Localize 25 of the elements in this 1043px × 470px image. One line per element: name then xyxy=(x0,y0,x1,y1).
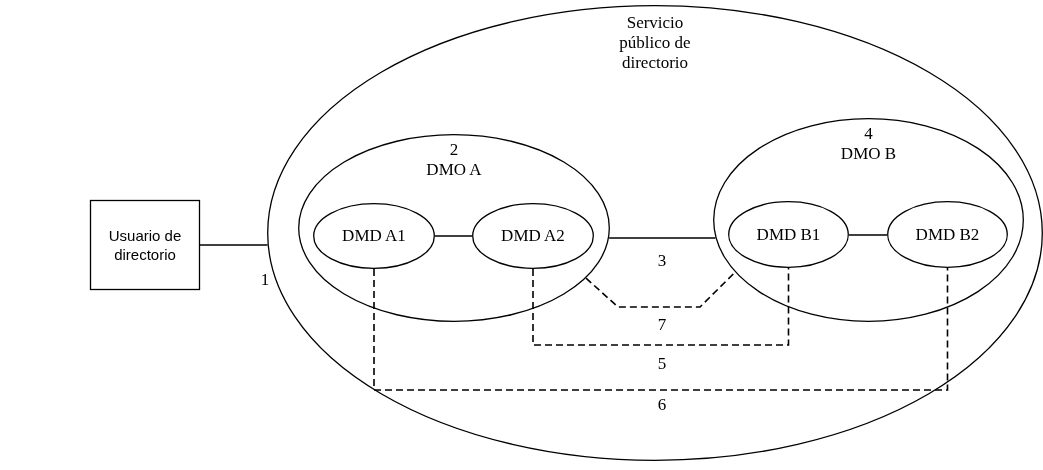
node-label: DMO B xyxy=(840,144,897,164)
agent-ellipse xyxy=(887,201,1008,268)
connector-line xyxy=(585,271,736,308)
callout-number: 2 xyxy=(449,140,459,160)
domain-ellipse xyxy=(298,134,610,322)
node-label: DMD A1 xyxy=(342,226,406,246)
connector-line xyxy=(373,267,949,391)
node-label: DMD B1 xyxy=(756,224,821,245)
agent-ellipse xyxy=(728,201,849,268)
connector-line xyxy=(608,237,717,239)
node-label: DMD B2 xyxy=(915,224,980,245)
connector-line xyxy=(199,244,269,246)
connector-line xyxy=(532,267,790,346)
connector-line xyxy=(434,235,473,237)
agent-ellipse xyxy=(472,203,594,269)
process-box xyxy=(90,200,200,290)
node-label: Usuario de directorio xyxy=(107,226,183,264)
node-label: DMD A2 xyxy=(501,226,565,246)
node-label: DMO A xyxy=(426,160,482,180)
domain-ellipse xyxy=(713,118,1024,322)
connector-line xyxy=(848,234,888,236)
agent-ellipse xyxy=(313,203,435,269)
node-label: Servicio público de directorio xyxy=(618,13,692,73)
callout-number: 4 xyxy=(864,124,873,144)
service-ellipse xyxy=(267,5,1043,461)
